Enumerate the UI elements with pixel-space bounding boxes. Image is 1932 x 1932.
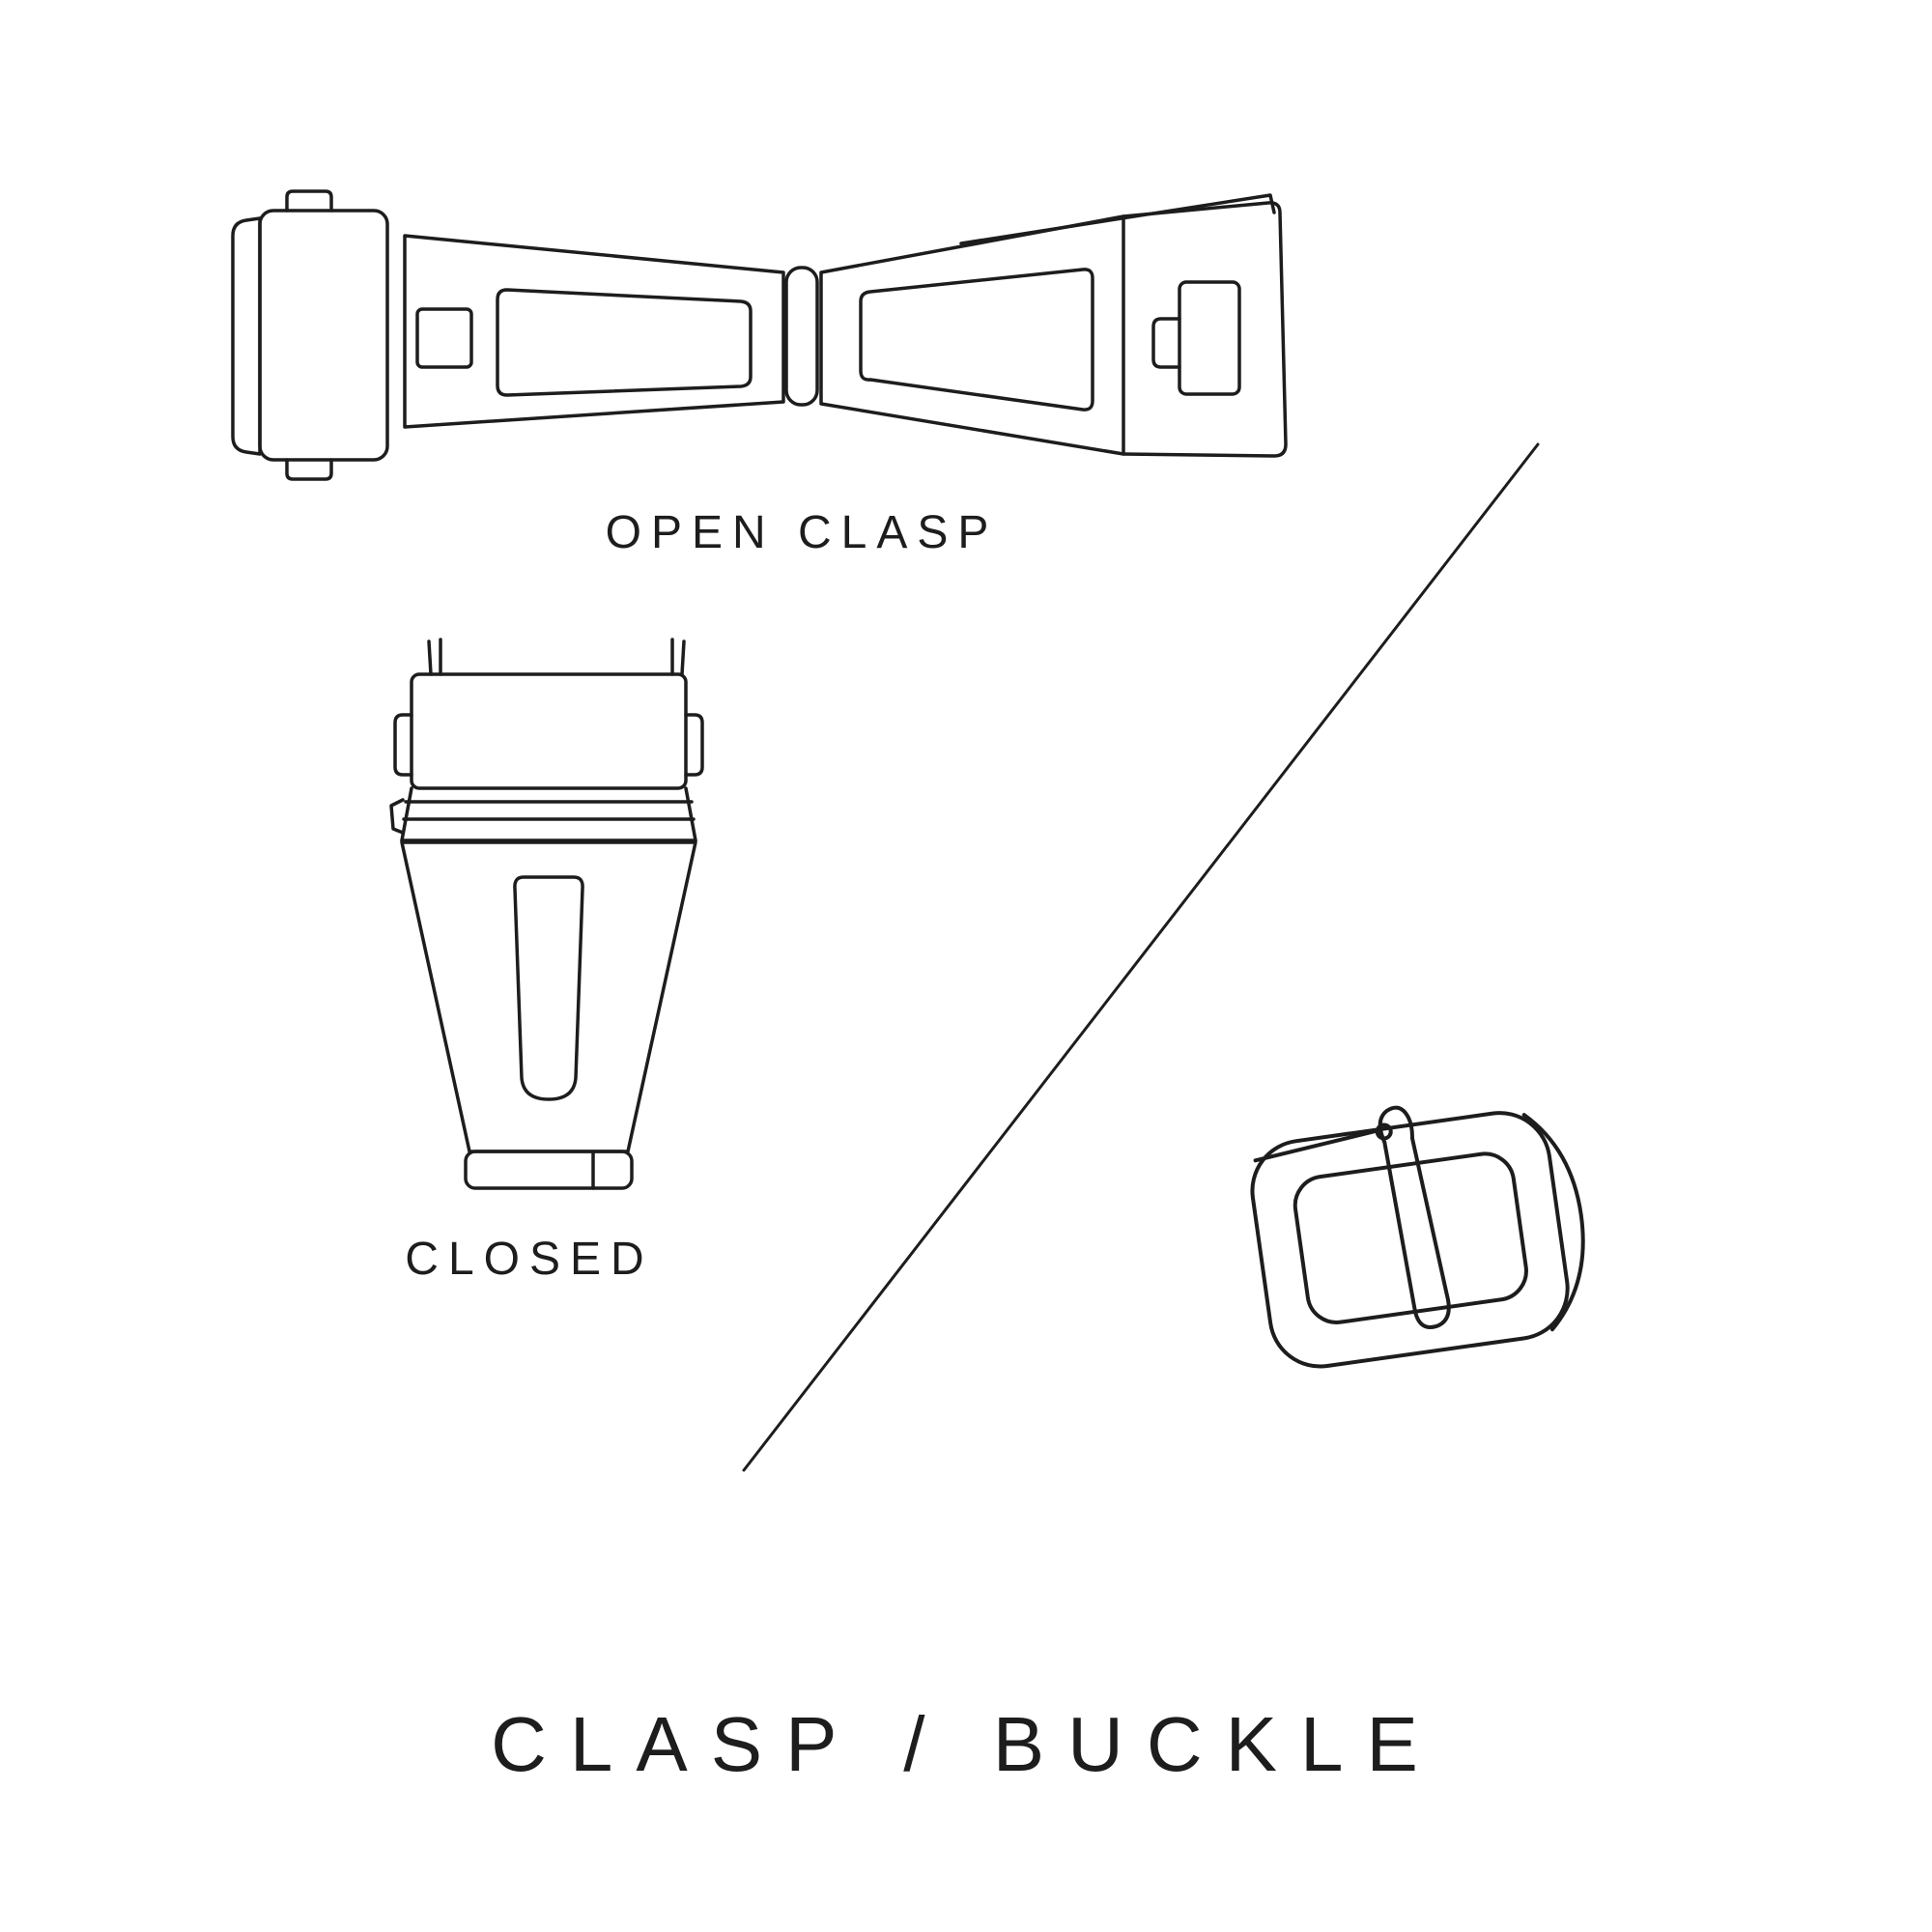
- open-clasp-drawing: [231, 189, 1288, 481]
- closed-clasp-drawing: [389, 638, 704, 1190]
- closed-clasp-label: CLOSED: [405, 1234, 654, 1285]
- tang-buckle-drawing: [1250, 1105, 1585, 1369]
- open-clasp-label: OPEN CLASP: [605, 507, 999, 558]
- open-clasp-figure: [217, 174, 1304, 497]
- tang-buckle-figure: [1222, 1077, 1637, 1410]
- page-title: CLASP / BUCKLE: [491, 1701, 1441, 1787]
- closed-clasp-figure: [377, 638, 720, 1193]
